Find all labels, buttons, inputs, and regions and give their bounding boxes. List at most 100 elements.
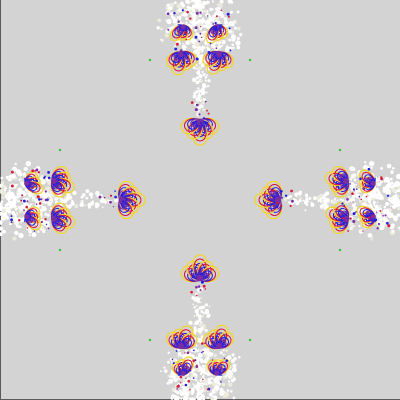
speckle (195, 304, 198, 308)
speckle (0, 189, 5, 194)
speckle (178, 8, 183, 13)
speckle (169, 358, 173, 361)
speckle (177, 355, 180, 358)
fleck (194, 35, 198, 39)
speckle (358, 199, 362, 203)
fleck (185, 377, 187, 379)
speckle (226, 389, 230, 392)
fleck (103, 196, 106, 199)
speckle (331, 199, 337, 204)
speckle (202, 98, 206, 102)
fleck (365, 195, 368, 198)
speckle (176, 3, 182, 9)
fleck (355, 211, 357, 213)
flower-cluster (165, 50, 198, 76)
speckle (377, 182, 381, 187)
fleck (367, 167, 371, 171)
speckle (229, 371, 233, 376)
speckle (193, 297, 198, 302)
fleck (387, 224, 391, 228)
fleck (185, 38, 188, 41)
speckle (367, 233, 373, 238)
speckle (357, 218, 360, 221)
speckle (195, 313, 200, 317)
speckle (233, 357, 237, 361)
speckle (389, 225, 394, 230)
speckle (18, 232, 24, 239)
speckle (180, 1, 184, 5)
fleck (167, 28, 170, 31)
speckle (384, 208, 390, 214)
speckle (0, 215, 6, 221)
speckle (164, 369, 168, 373)
speckle (232, 396, 236, 400)
fleck (280, 190, 283, 193)
speckle (198, 74, 203, 79)
fleck (366, 214, 369, 218)
flower-cluster (50, 165, 75, 198)
speckle (319, 193, 323, 198)
speckle (95, 190, 100, 196)
flower-center (215, 342, 223, 350)
fleck (359, 177, 362, 181)
speckle (166, 18, 172, 25)
speckle (380, 167, 383, 170)
speckle (198, 323, 203, 328)
speckle (219, 0, 224, 4)
speckle (199, 99, 202, 103)
speckle (197, 110, 200, 112)
speckle (214, 385, 220, 391)
speckle (179, 391, 185, 396)
green-dot-2 (248, 58, 252, 62)
speckle (213, 20, 216, 23)
speckle (195, 344, 198, 347)
speckle (394, 215, 398, 219)
speckle (195, 384, 201, 390)
fleck (112, 205, 115, 208)
speckle (374, 204, 377, 208)
speckle (237, 26, 241, 31)
fleck (20, 199, 23, 202)
speckle (235, 40, 241, 46)
fleck (227, 15, 230, 18)
fleck (98, 195, 102, 199)
flower-cluster (205, 24, 229, 44)
speckle (19, 217, 24, 223)
flower-cluster (180, 117, 220, 146)
speckle (391, 214, 394, 218)
speckle (196, 308, 199, 311)
speckle (176, 348, 180, 352)
speckle (1, 184, 6, 189)
speckle (156, 26, 160, 30)
speckle (201, 17, 205, 20)
fleck (181, 9, 184, 12)
speckle (185, 21, 188, 24)
speckle (90, 196, 93, 199)
fleck (190, 101, 194, 104)
speckle (80, 195, 84, 199)
speckle (383, 205, 387, 209)
speckle (206, 356, 210, 360)
speckle (0, 181, 4, 185)
speckle (195, 77, 198, 80)
fleck (31, 169, 35, 173)
speckle (194, 320, 200, 325)
speckle (41, 199, 45, 203)
speckle (393, 205, 397, 209)
flower-center (215, 50, 223, 58)
fleck (183, 51, 186, 55)
fleck (349, 217, 351, 220)
speckle (196, 0, 202, 5)
speckle (200, 308, 202, 311)
fleck (360, 198, 362, 201)
fleck (118, 207, 121, 210)
speckle (197, 396, 202, 400)
speckle (206, 0, 210, 5)
fleck (32, 191, 34, 193)
fleck (40, 220, 43, 224)
speckle (391, 229, 395, 233)
fleck (57, 209, 61, 213)
fleck (26, 177, 29, 179)
fleck (280, 204, 283, 207)
marker-dots (58, 58, 342, 342)
